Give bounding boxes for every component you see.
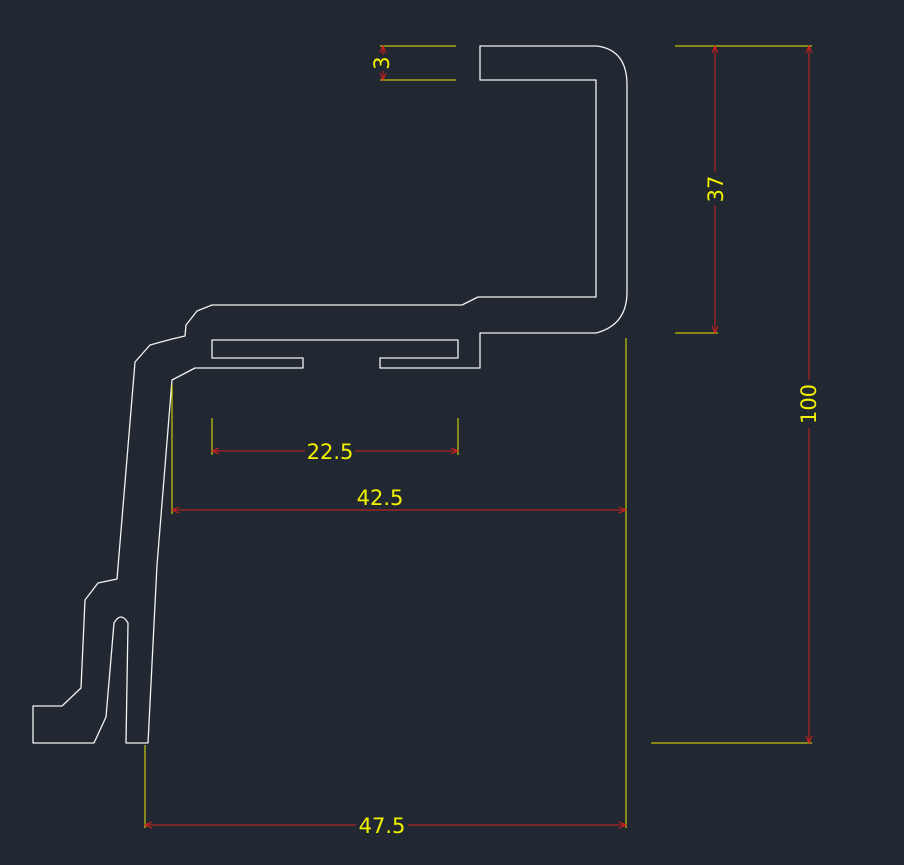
arrow [210,447,220,455]
dim-label-base: 47.5 [359,814,406,838]
dim-label-lip: 37 [704,176,728,203]
profile-body [32,45,628,744]
label-bg-slot [305,441,355,462]
dimension-labels: 3 37 100 22.5 42.5 47.5 [305,55,821,838]
arrow [805,44,813,54]
arrow [379,72,387,82]
arrow [450,447,460,455]
arrow [618,821,628,829]
dim-label-slot: 22.5 [307,440,354,464]
label-bg-gap [370,55,394,71]
dim-label-height: 100 [797,384,821,424]
label-bg-height [797,380,821,428]
extension-lines [144,45,812,828]
arrow [170,506,180,514]
arrow [143,821,153,829]
label-bg-lip [704,172,728,206]
dim-label-gap: 3 [370,56,394,69]
arrow [379,44,387,54]
arrow [711,44,719,54]
dim-label-span: 42.5 [357,486,404,510]
arrow [618,506,628,514]
label-bg-base [356,815,408,836]
arrow [711,325,719,335]
profile-outline [32,45,628,744]
arrow [805,735,813,745]
